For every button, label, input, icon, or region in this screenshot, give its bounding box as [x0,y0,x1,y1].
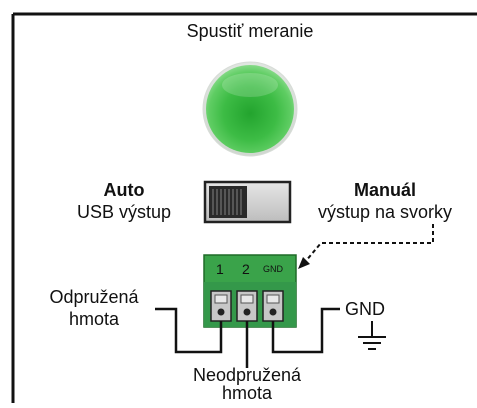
terminal-screw-1 [210,290,232,322]
manual-mode-subtitle: výstup na svorky [317,202,453,222]
gnd-label: GND [345,299,385,319]
manual-mode-title: Manuál [353,180,416,200]
pin-label-gnd: GND [263,264,283,274]
mode-toggle-switch[interactable] [203,180,292,224]
pin-label-2: 2 [242,261,250,277]
auto-mode-subtitle: USB výstup [76,202,172,222]
manual-output-arrow [298,224,434,269]
unsprung-mass-label-line1: Neodpružená [192,365,302,385]
sprung-mass-label-line1: Odpružená [49,287,139,307]
start-measurement-label: Spustiť meranie [186,21,314,41]
wire-gnd [271,307,340,354]
switch-knob-ridges [212,189,242,215]
terminal-screw-gnd [262,290,284,322]
terminal-screw-2 [236,290,258,322]
auto-mode-title: Auto [103,180,145,200]
wire-sprung-mass [155,307,223,354]
unsprung-mass-label-line2: hmota [221,383,273,403]
terminal-block [203,254,297,328]
pin-label-1: 1 [216,261,224,277]
ground-symbol-icon [358,321,386,350]
start-measurement-button[interactable] [202,61,298,157]
sprung-mass-label-line2: hmota [68,309,120,329]
